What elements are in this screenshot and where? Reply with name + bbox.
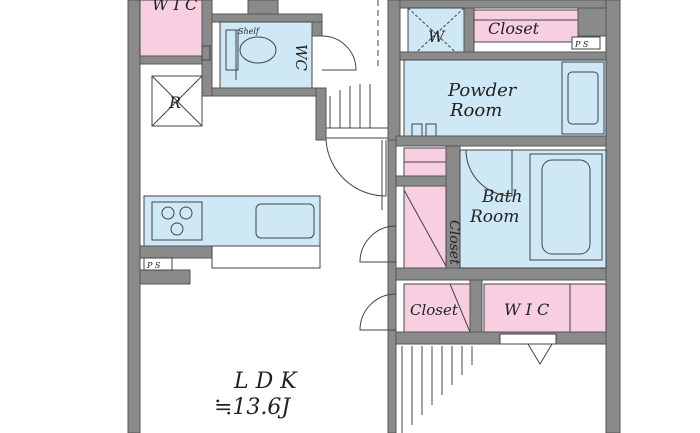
burner — [161, 206, 175, 220]
kitchen-bar — [211, 245, 321, 269]
wc-room — [219, 21, 313, 89]
wc-door[interactable] — [321, 35, 357, 71]
ldk-label-2: ≒13.6J — [214, 395, 291, 420]
powder-label-1: Powder — [447, 80, 518, 101]
wall-corridor — [315, 87, 327, 141]
wic-opening — [499, 333, 557, 345]
wall-top-block — [247, 0, 279, 15]
wall-wc-bottom — [211, 87, 323, 97]
w-diag1 — [407, 7, 465, 61]
wall-lower — [395, 267, 607, 281]
ps-left-block — [139, 269, 191, 285]
wic-door-mark — [527, 343, 553, 365]
wall-kitchen — [139, 245, 213, 259]
bathtub-inner — [541, 159, 591, 255]
closet-door[interactable] — [359, 225, 397, 263]
wic-lower-room — [483, 283, 607, 333]
bath-label-2: Room — [469, 207, 519, 227]
bath-label-1: Bath — [481, 187, 522, 207]
closet-top-label: Closet — [488, 19, 540, 38]
refrigerator-diag2 — [151, 75, 203, 127]
vanity — [561, 61, 605, 135]
closet-top-room — [473, 9, 579, 43]
burner — [179, 206, 193, 220]
closet-door[interactable] — [359, 293, 397, 331]
bathtub — [529, 153, 603, 261]
wall-closet-wic — [469, 279, 483, 341]
wall-closet-top — [395, 175, 447, 187]
ldk-label-1: L D K — [233, 369, 298, 394]
wall-left — [127, 0, 141, 433]
powder-label-2: Room — [449, 100, 502, 121]
powder-doors[interactable] — [411, 123, 437, 136]
closet-lower-diag — [449, 283, 471, 333]
ps-top-box — [571, 36, 601, 50]
wall-center-upper — [387, 0, 401, 141]
closet-vertical-diag — [403, 189, 447, 267]
w-label: W — [428, 27, 446, 46]
wall-wc-right — [311, 21, 323, 37]
ps-left-box — [143, 257, 173, 271]
bath-room — [459, 149, 607, 269]
wic-post — [201, 45, 211, 61]
closet-lower-label: Closet — [410, 301, 459, 319]
w-diag2 — [407, 7, 465, 61]
wall-top-right — [399, 0, 607, 9]
wall-right — [605, 0, 621, 433]
wic-lower-label: W I C — [504, 300, 549, 319]
closet-vertical-label: Closet — [446, 220, 462, 265]
wall-powder-top — [399, 51, 607, 61]
cooktop — [151, 201, 203, 241]
ps-top-label: P S — [574, 40, 589, 49]
wall-wic-bottom — [139, 55, 203, 65]
refrigerator — [151, 75, 203, 127]
wic-top-room — [139, 0, 203, 57]
wall-center-lower — [387, 139, 397, 433]
ldk-door[interactable] — [325, 139, 387, 197]
toilet-tank — [225, 29, 239, 71]
refrigerator-label: R — [168, 93, 181, 112]
toilet-bowl — [239, 36, 277, 64]
ps-top-block — [577, 7, 607, 37]
wc-label: WC — [292, 44, 310, 71]
shelf-label: Shelf — [238, 27, 261, 36]
wall-wc-top — [211, 13, 323, 23]
burner — [170, 222, 184, 236]
wall-mid — [395, 135, 607, 147]
sink — [255, 203, 315, 239]
powder-room — [403, 59, 607, 137]
ps-left-label: P S — [146, 261, 161, 270]
wic-top-label: W I C — [152, 0, 197, 14]
vanity-basin — [567, 71, 599, 125]
bath-door[interactable] — [465, 149, 513, 197]
